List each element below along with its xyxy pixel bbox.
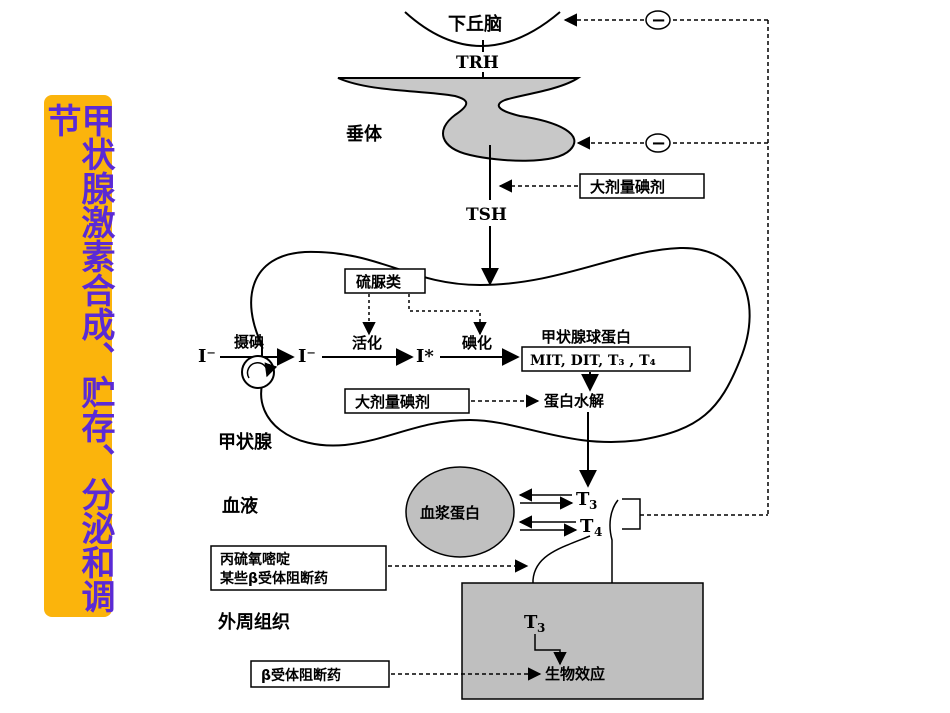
- minus-circle-mid-sign: −: [651, 133, 666, 154]
- t3-tissue-sub: 3: [537, 621, 545, 635]
- title-banner: 甲状腺激素合成、贮存、分泌和调节: [41, 95, 115, 617]
- ptu-text-line2: 某些β受体阻断药: [220, 570, 328, 587]
- minus-circle-mid: [645, 133, 671, 153]
- iodination-label: 碘化: [462, 334, 492, 352]
- t3-blood-sub: 3: [589, 498, 597, 512]
- t3-blood-label: T: [576, 489, 590, 510]
- effect-label: 生物效应: [545, 665, 605, 683]
- thyroid-outline: [250, 246, 751, 447]
- beta-blocker-text: β受体阻断药: [261, 667, 341, 684]
- plasma-protein-circle: [405, 466, 515, 558]
- peripheral-label: 外周组织: [218, 611, 290, 633]
- t3-tissue-to-effect: [534, 634, 567, 666]
- pituitary-label: 垂体: [346, 123, 383, 145]
- iodide-cell-label: I⁻: [298, 346, 316, 367]
- large-iodine-mid-text: 大剂量碘剂: [355, 393, 430, 411]
- pituitary-shape: [337, 77, 582, 162]
- beta-blocker-box: [250, 660, 390, 688]
- mit-dit-box: [521, 346, 691, 372]
- thyroglobulin-label: 甲状腺球蛋白: [541, 328, 631, 346]
- large-iodine-mid-box: [344, 388, 470, 414]
- t3-to-effect-curve: [605, 499, 619, 660]
- large-iodine-top-box: [579, 173, 705, 199]
- thioureas-to-iodination: [408, 294, 487, 336]
- minus-circle-top-sign: −: [651, 10, 666, 31]
- activation-label: 活化: [352, 334, 382, 352]
- thioureas-box: [344, 268, 426, 294]
- thyroid-label: 甲状腺: [218, 431, 273, 453]
- iodide-in-label: I⁻: [198, 346, 216, 367]
- trh-label: TRH: [456, 53, 499, 73]
- t4-blood-sub: 4: [594, 525, 602, 539]
- feedback-bracket: [622, 498, 641, 530]
- t4-blood-label: T: [580, 516, 594, 537]
- hydrolysis-label: 蛋白水解: [544, 392, 604, 410]
- tsh-label: TSH: [466, 205, 507, 225]
- pump-rotation-icon: [246, 362, 278, 379]
- hypothalamus-label: 下丘脑: [448, 13, 502, 35]
- ptu-box: [210, 545, 387, 591]
- thioureas-text: 硫脲类: [356, 273, 402, 291]
- tissue-box: [461, 582, 704, 700]
- large-iodine-top-text: 大剂量碘剂: [590, 178, 665, 196]
- iodine-active-label: I*: [416, 346, 434, 367]
- plasma-protein-label: 血浆蛋白: [420, 504, 480, 522]
- blood-label: 血液: [222, 495, 259, 517]
- hypothalamus-shape: [404, 11, 561, 47]
- ptu-text-line1: 丙硫氧嘧啶: [220, 551, 290, 568]
- minus-circle-top: [645, 10, 671, 30]
- uptake-label: 摄碘: [234, 333, 264, 351]
- t4-to-tissue-curve: [526, 535, 591, 610]
- title-banner-text: 甲状腺激素合成、贮存、分泌和调节: [41, 103, 115, 613]
- mit-dit-text: MIT, DIT, T₃ , T₄: [530, 353, 656, 369]
- t3-tissue-label: T: [524, 612, 538, 633]
